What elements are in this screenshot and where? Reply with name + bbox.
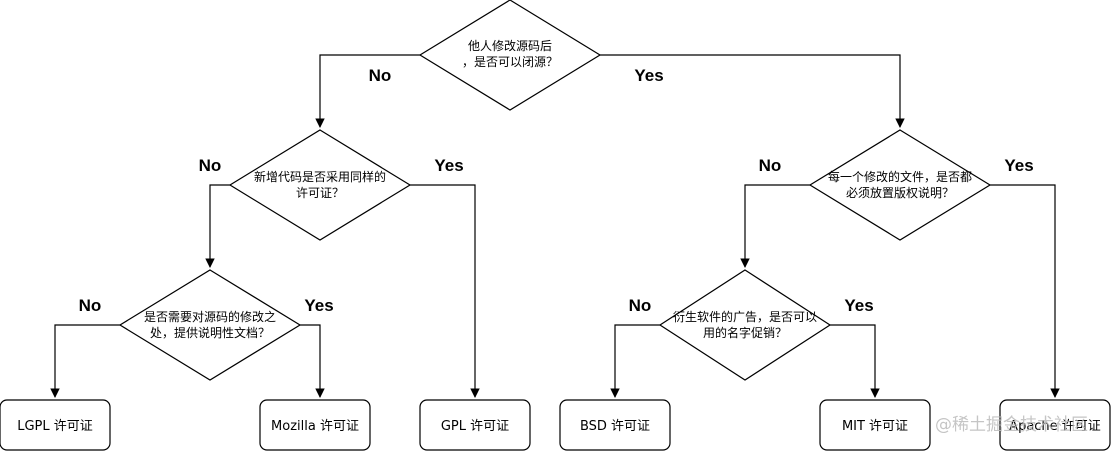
label-q5-no: No [629,296,652,315]
edge-q5-no [610,324,660,398]
decision-q1-line1: 他人修改源码后 [468,38,552,53]
decision-q3: 是否需要对源码的修改之 处，提供说明性文档？ [118,269,302,381]
watermark: @稀土掘金技术社区 [935,415,1088,435]
label-q1-yes: Yes [634,66,663,85]
license-box-mit: MIT 许可证 [819,399,931,451]
license-label-mit: MIT 许可证 [842,419,908,434]
edges [50,54,1060,398]
edge-q3-no [50,324,120,398]
branch-labels: No Yes No Yes No Yes No Yes No Yes [79,66,1034,315]
label-q4-yes: Yes [1004,156,1033,175]
label-q5-yes: Yes [844,296,873,315]
edge-q3-yes [300,324,325,398]
edge-q1-no [315,54,420,128]
label-q4-no: No [759,156,782,175]
decision-q1: 他人修改源码后 ，是否可以闭源？ [418,0,602,111]
label-q1-no: No [369,66,392,85]
license-label-apache: Apache 许可证 [1009,419,1101,434]
label-q2-no: No [199,156,222,175]
label-q3-no: No [79,296,102,315]
license-box-mozilla: Mozilla 许可证 [259,399,371,451]
edge-q2-no [205,184,230,268]
edge-q1-yes [600,54,905,128]
decision-q5-line2: 用的名字促销？ [703,325,787,340]
license-box-apache: Apache 许可证 [999,399,1111,451]
decision-q5: 衍生软件的广告，是否可以 用的名字促销？ [658,269,832,381]
label-q2-yes: Yes [434,156,463,175]
edge-q4-yes [990,184,1060,398]
edge-q4-no [740,184,810,268]
decision-q4: 每一个修改的文件，是否都 必须放置版权说明？ [808,129,992,241]
decision-q4-line1: 每一个修改的文件，是否都 [828,169,972,184]
decision-q3-line2: 处，提供说明性文档？ [150,325,270,340]
license-label-bsd: BSD 许可证 [580,419,650,434]
edge-q2-yes [410,184,480,398]
license-box-lgpl: LGPL 许可证 [0,399,111,451]
edge-q5-yes [830,324,880,398]
decision-q2-line2: 许可证？ [296,186,344,200]
license-label-gpl: GPL 许可证 [441,419,509,434]
decision-q2: 新增代码是否采用同样的 许可证？ [228,129,412,241]
license-label-lgpl: LGPL 许可证 [17,419,93,434]
decision-q3-line1: 是否需要对源码的修改之 [144,309,276,324]
decision-q5-line1: 衍生软件的广告，是否可以 [673,309,817,324]
license-box-gpl: GPL 许可证 [419,399,531,451]
license-box-bsd: BSD 许可证 [559,399,671,451]
decision-q4-line2: 必须放置版权说明？ [846,185,954,200]
decision-q2-line1: 新增代码是否采用同样的 [254,169,386,184]
license-label-mozilla: Mozilla 许可证 [271,419,359,434]
decision-q1-line2: ，是否可以闭源？ [462,55,558,69]
label-q3-yes: Yes [304,296,333,315]
